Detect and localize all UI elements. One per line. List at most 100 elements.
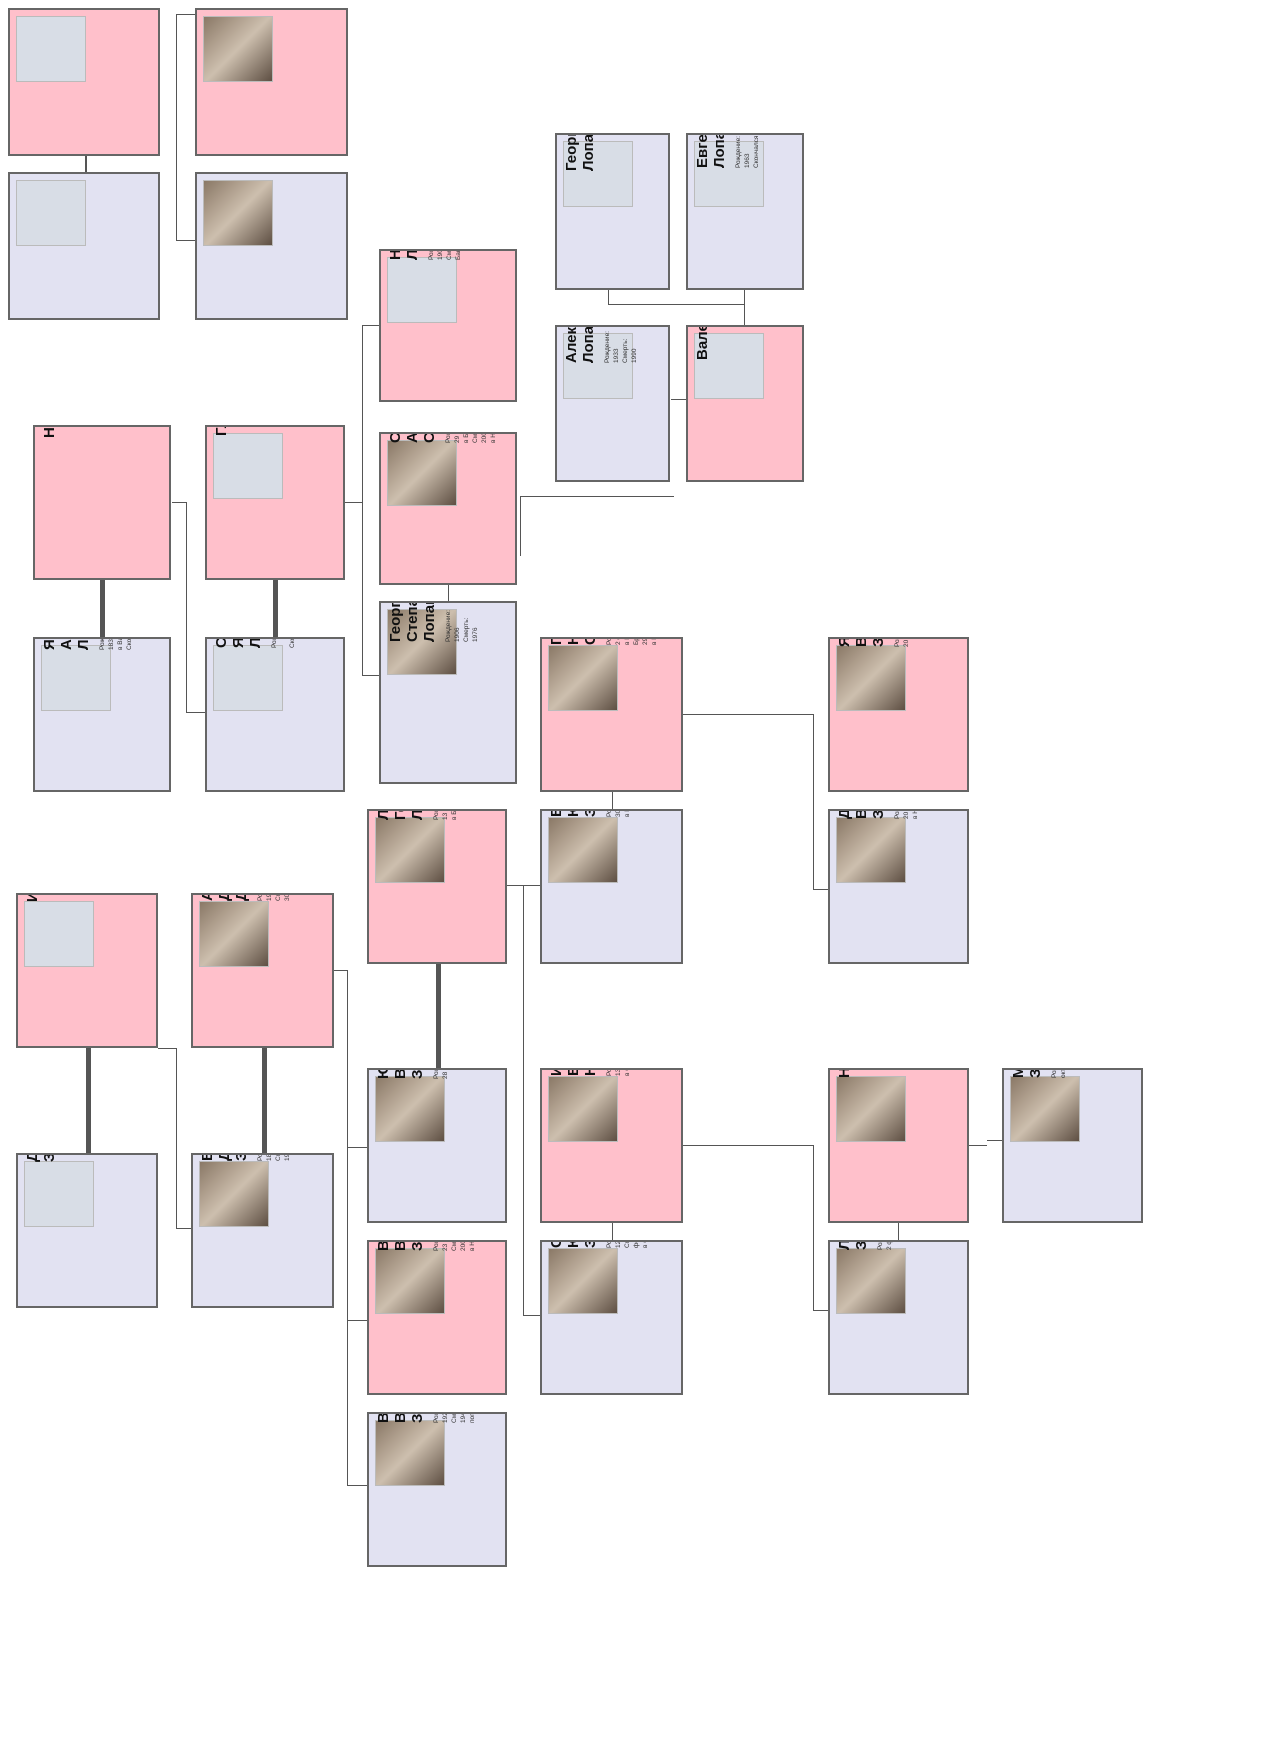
- person-card-natalia[interactable]: Наталья: [828, 1068, 969, 1223]
- name-part: Нина: [387, 251, 404, 260]
- name-part: Георгий: [563, 133, 580, 171]
- person-card-alexey-strelcov[interactable]: АлексейСтрельцов: [8, 172, 160, 320]
- name-part: Глафира: [213, 427, 230, 436]
- person-details: Рождение: 2 фев 1979: [876, 1242, 894, 1250]
- person-card-yuriy-vasilievich[interactable]: ЮрийВасильевичЗаиченкоРождение: 28 мая 1…: [367, 1068, 507, 1223]
- person-details: Рождение: 1834 в Варшаве Скончался: [99, 637, 133, 650]
- person-card-stepan-lopatskiy[interactable]: СтепанЯновичЛопацкийРождение: Скончался: [205, 637, 345, 792]
- photo-placeholder-icon: [16, 16, 86, 82]
- person-name: ВикторЮрьевичЗаиченко: [548, 811, 599, 817]
- person-card-georgiy-stepanovich[interactable]: ГеоргийСтепановичЛопацкийРождение: 1906 …: [379, 601, 517, 784]
- person-card-irina-narhova[interactable]: ИринаВладимировНархова Рождение: 13 мая 1…: [540, 1068, 683, 1223]
- person-card-valentina-vasilievna[interactable]: ВалентинаВасильевнаЗаиченкоРождение: 23 …: [367, 1240, 507, 1395]
- name-part: Дмитриевич: [216, 1155, 233, 1161]
- person-card-zhirova[interactable]: Жирова: [8, 8, 160, 156]
- name-part: Лопацкий: [75, 639, 92, 650]
- connector-line: [347, 1485, 367, 1486]
- person-name: ДмитрийЗаиченко: [24, 1155, 58, 1162]
- name-part: Анна: [199, 895, 216, 901]
- person-card-denis-viktorovich[interactable]: ДенисВикторовичЗаиченкоРождение: 20 май …: [828, 809, 969, 964]
- person-card-yaroslava-zaichenko[interactable]: ЯрославаВикторовнаЗаиченкоРождение: 20 м…: [828, 637, 969, 792]
- person-name: АннаДмитриевнаДонцова: [199, 895, 250, 901]
- person-name: Наталья: [836, 1070, 853, 1078]
- person-details: Рождение: 1920 Смерть: 1942 погиб в бою: [433, 1412, 476, 1423]
- person-photo: [375, 1248, 445, 1314]
- name-part: Николаевна: [565, 639, 582, 645]
- person-name: ИринаВладимировНархова: [548, 1070, 599, 1076]
- person-card-vasiliy-dmitrievich[interactable]: ВасилийДмитриевичЗаиченкоРождение: 1896 …: [191, 1153, 334, 1308]
- name-part: Лопацкий: [421, 601, 438, 642]
- connector-line: [813, 714, 814, 889]
- person-name: СофияАлексеевнаСтрельцова: [387, 434, 438, 443]
- name-part: Евгений: [694, 133, 711, 168]
- person-card-sofia-strelcova[interactable]: СофияАлексеевнаСтрельцоваРождение: 29 ма…: [379, 432, 517, 585]
- person-name: ЛюдмилаГеоргиевнаЛопацкая: [375, 811, 426, 820]
- name-part: Заиченко: [870, 639, 887, 647]
- person-name: Валентина: [694, 327, 711, 360]
- connector-line: [176, 240, 195, 241]
- person-card-galina-serebryakova[interactable]: ГалинаНиколаевнаСеребряковаРождение: 2 с…: [540, 637, 683, 792]
- person-card-anna-dontsova[interactable]: АннаДмитриевнаДонцоваРождение: 1900 Смер…: [191, 893, 334, 1048]
- name-part: Александр: [563, 327, 580, 363]
- person-details: Рождение: 30 мая 1963 в Нальчик: [605, 811, 632, 817]
- name-part: Степан: [213, 639, 230, 648]
- connector-line: [608, 304, 744, 305]
- connector-line: [347, 970, 348, 1485]
- person-card-glafira[interactable]: Глафира: [205, 425, 345, 580]
- person-card-lenis-zaichenko[interactable]: ЛенисЗаиченкоРождение: 2 фев 1979: [828, 1240, 969, 1395]
- person-card-viktor-vasilievich[interactable]: ВикторВасильевичЗаиченко Рождение: 1920 С…: [367, 1412, 507, 1567]
- name-part: Васильевич: [392, 1414, 409, 1423]
- person-name: ДенисВикторовичЗаиченко: [836, 811, 887, 819]
- name-part: Заиченко: [409, 1414, 426, 1423]
- person-photo: [548, 1076, 618, 1142]
- name-part: Ирина: [24, 895, 41, 902]
- person-card-nina-lopatskaya[interactable]: НинаЛопацкаяРождение: 1909 Смерть: Бакуи…: [379, 249, 517, 402]
- person-name: Глафира: [213, 427, 230, 436]
- person-photo: [548, 817, 618, 883]
- name-part: Васильевич: [392, 1070, 409, 1079]
- person-card-lyudmila-lopatskaya[interactable]: ЛюдмилаГеоргиевнаЛопацкаяРождение: 13 фе…: [367, 809, 507, 964]
- photo-placeholder-icon: [694, 333, 764, 399]
- photo-placeholder-icon: [213, 645, 283, 711]
- person-name: АлександрЛопацкий: [563, 327, 597, 363]
- person-photo: [836, 645, 906, 711]
- name-part: Виктор: [375, 1414, 392, 1423]
- person-card-neizvestno[interactable]: Неизвестно: [33, 425, 171, 580]
- connector-line: [158, 1048, 176, 1049]
- photo-placeholder-icon: [24, 1161, 94, 1227]
- name-part: Заиченко: [41, 1155, 58, 1162]
- person-card-valentina[interactable]: Валентина: [686, 325, 804, 482]
- name-part: Ярослава: [836, 639, 853, 647]
- name-part: Георгиевна: [392, 811, 409, 820]
- photo-placeholder-icon: [41, 645, 111, 711]
- person-card-alexey-alexeevich[interactable]: АлексейАлексеевичСтрельцовРождение: 1886…: [195, 172, 348, 320]
- name-part: Александрое: [58, 639, 75, 650]
- name-part: Лопацкая: [409, 811, 426, 820]
- person-card-evgeniy-lopatskiy[interactable]: ЕвгенийЛопацкийРождение: 1963 Скончался: [686, 133, 804, 290]
- name-part: Валентина: [375, 1242, 392, 1251]
- name-part: Юрьевич: [565, 811, 582, 817]
- name-part: Нархова: [582, 1070, 599, 1076]
- person-details: Рождение: 2 сен 1969 в Нальчик Брак: 29 …: [605, 639, 659, 645]
- name-part: Заиченко: [409, 1070, 426, 1079]
- person-card-dmitriy-zaichenko[interactable]: ДмитрийЗаиченко: [16, 1153, 158, 1308]
- person-photo: [548, 645, 618, 711]
- name-part: Неизвестно: [41, 427, 58, 438]
- person-details: Рождение: 13 мая 1965 в Саратове: [605, 1070, 632, 1076]
- name-part: Алексеевна: [404, 434, 421, 443]
- person-card-yan-lopatskiy[interactable]: ЯнАлександроеЛопацкийРождение: 1834 в Ва…: [33, 637, 171, 792]
- name-part: Виктор: [548, 811, 565, 817]
- name-part: Георгий: [387, 601, 404, 642]
- person-details: Рождение: 20 май 2000: [893, 639, 911, 647]
- person-card-maxim-zaichenko[interactable]: МаксимЗаиченкоРождение: окт 2006: [1002, 1068, 1143, 1223]
- person-card-alexandr-lopatskiy[interactable]: АлександрЛопацкийРождение: 1933 Смерть: …: [555, 325, 670, 482]
- person-card-irina-top[interactable]: Ирина: [16, 893, 158, 1048]
- photo-placeholder-icon: [563, 141, 633, 207]
- name-part: Василий: [199, 1155, 216, 1161]
- person-details: Рождение: 1909 Смерть: Бакуиелм: [428, 249, 462, 260]
- person-card-tatyana-kataeva[interactable]: ТатьянаГригорьевнаКатаеваРождение: 1886 …: [195, 8, 348, 156]
- person-card-viktor-yurievich[interactable]: ВикторЮрьевичЗаиченко Рождение: 30 мая 19…: [540, 809, 683, 964]
- person-card-sergey-yurievich[interactable]: СергейЮрьевичЗаиченкоРождение: 12 апр 19…: [540, 1240, 683, 1395]
